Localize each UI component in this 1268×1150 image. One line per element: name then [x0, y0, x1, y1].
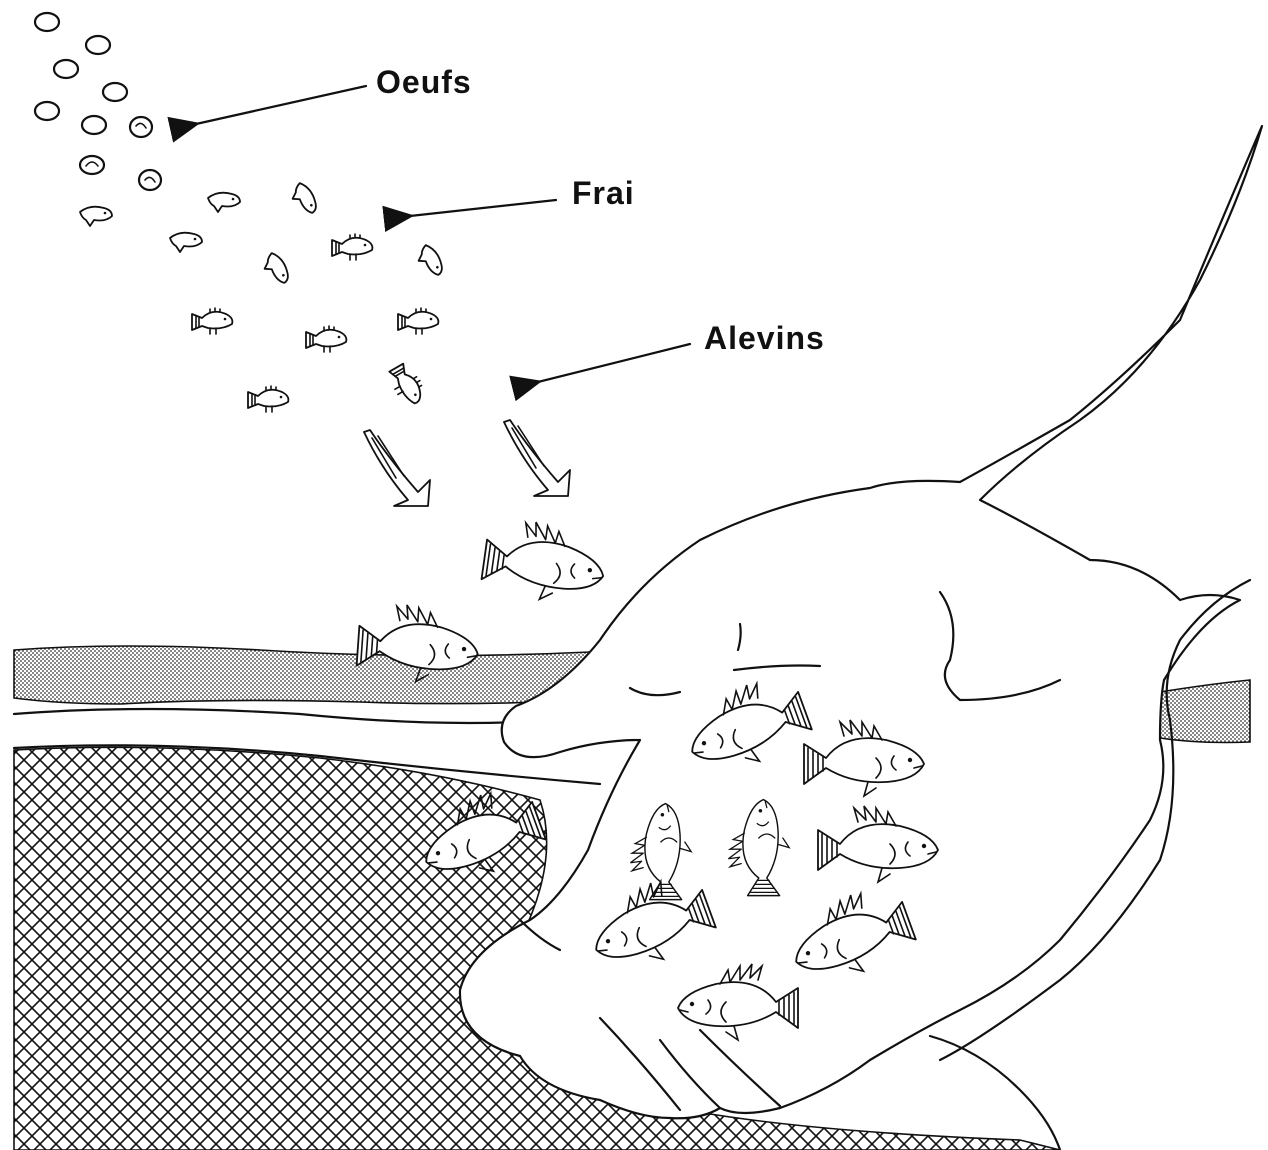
diving-fingerling	[364, 430, 430, 506]
diving-fingerling	[504, 420, 570, 496]
egg	[82, 116, 106, 134]
small-fish	[332, 234, 372, 260]
sleeve-line	[930, 1036, 1060, 1150]
small-fish	[192, 308, 232, 334]
eggs-label: Oeufs	[376, 64, 472, 100]
fingerling-fish	[480, 516, 609, 608]
small-fish	[386, 361, 429, 409]
fry-arrow	[410, 200, 556, 216]
fry-group	[80, 180, 446, 287]
fingerlings-label: Alevins	[704, 320, 825, 356]
hand	[460, 126, 1262, 1118]
egg-embryo	[86, 162, 98, 166]
fry-label: Frai	[572, 175, 635, 211]
egg	[139, 170, 161, 190]
fry-fish	[260, 250, 293, 287]
fry-fish	[80, 207, 112, 226]
egg	[35, 13, 59, 31]
egg	[35, 102, 59, 120]
small-fish-group	[192, 234, 438, 412]
egg-embryo	[145, 177, 155, 182]
egg-embryo	[136, 123, 146, 128]
egg	[103, 83, 127, 101]
small-fish	[398, 308, 438, 334]
fingerlings-arrow	[538, 344, 690, 382]
egg	[54, 60, 78, 78]
fry-fish	[208, 193, 240, 212]
fry-fish	[414, 242, 447, 279]
eggs-group	[35, 13, 161, 190]
eggs-arrow	[196, 86, 366, 124]
small-fish	[306, 326, 346, 352]
fry-fish	[170, 233, 202, 252]
egg	[86, 36, 110, 54]
water-surface-band-left	[14, 646, 590, 704]
egg	[80, 156, 104, 174]
small-fish	[248, 386, 288, 412]
fry-fish	[288, 180, 321, 217]
egg	[130, 117, 152, 137]
water-surface-band-right	[1160, 680, 1250, 743]
